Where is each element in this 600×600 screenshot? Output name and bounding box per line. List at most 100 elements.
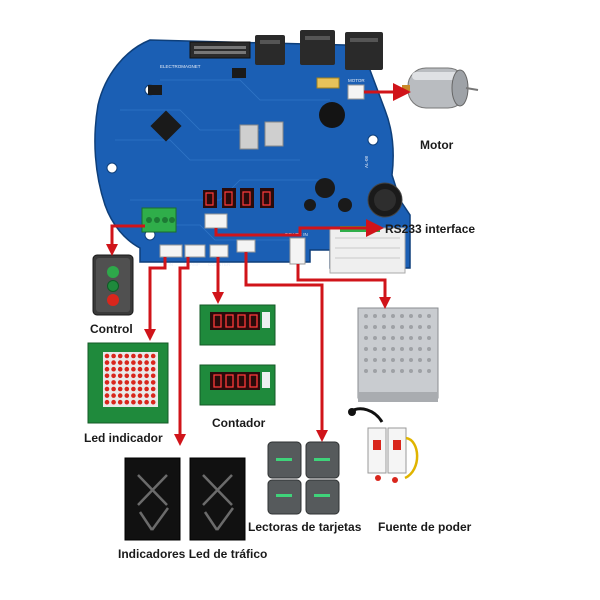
vent-hole <box>373 369 377 373</box>
arrow-to-control <box>106 224 145 256</box>
vent-hole <box>373 347 377 351</box>
arrow-to-traffic-indicators <box>174 257 190 446</box>
led-dot <box>150 380 156 385</box>
led-dot <box>137 380 143 385</box>
vent-hole <box>418 325 422 329</box>
led-dot <box>111 373 116 379</box>
led-dot <box>111 393 116 398</box>
silk-version: AL-08 <box>364 155 369 168</box>
vent-hole <box>427 314 431 318</box>
vent-hole <box>391 336 395 340</box>
vent-hole <box>391 314 395 318</box>
led-dot <box>104 353 110 359</box>
vent-hole <box>409 347 413 351</box>
led-dot <box>124 393 130 398</box>
green-button <box>107 266 119 278</box>
vent-hole <box>400 347 404 351</box>
heatsink-1 <box>239 124 259 150</box>
label-motor: Motor <box>420 138 454 152</box>
led-dot <box>131 386 136 392</box>
microcontroller-chip <box>150 110 182 142</box>
vent-hole <box>373 336 377 340</box>
ribbon-header-connector <box>189 41 251 59</box>
power-in-connector <box>289 237 306 265</box>
led-dot <box>104 360 110 365</box>
vent-hole <box>418 314 422 318</box>
vent-hole <box>409 325 413 329</box>
power-supply-unit <box>357 307 439 402</box>
led-dot <box>124 373 130 379</box>
led-dot <box>150 386 156 392</box>
led-dot <box>150 393 156 398</box>
vent-hole <box>382 336 386 340</box>
led-dot <box>150 366 156 372</box>
vent-hole <box>409 336 413 340</box>
vent-hole <box>418 358 422 362</box>
arrow-to-led-indicator <box>144 257 167 341</box>
lamp-connector <box>184 244 206 258</box>
vent-hole <box>391 358 395 362</box>
led-dot <box>111 353 116 359</box>
traffic-led-indicator-2 <box>189 457 246 541</box>
led-dot <box>124 353 130 359</box>
led-dot <box>117 393 123 398</box>
main-control-board: ELECTROMAGNET MOTOR <box>94 30 411 274</box>
sw-in-connector <box>159 244 183 258</box>
vent-hole <box>391 325 395 329</box>
led-dot <box>104 373 110 379</box>
relay-3 <box>345 32 383 70</box>
motor-connector <box>347 84 365 100</box>
vent-hole <box>391 369 395 373</box>
led-dot <box>124 366 130 372</box>
vent-hole <box>418 336 422 340</box>
led-dot <box>111 360 116 365</box>
card-reader-2 <box>305 441 340 479</box>
led-dot <box>144 386 149 392</box>
led-dot <box>137 360 143 365</box>
silk-motor: MOTOR <box>348 78 365 83</box>
relay-2 <box>300 30 335 65</box>
led-dot <box>104 399 110 405</box>
arrow-to-power-supply <box>296 264 391 309</box>
dc-motor-image <box>402 67 479 109</box>
led-dot <box>150 373 156 379</box>
led-dot <box>144 393 149 398</box>
led-dot <box>111 380 116 385</box>
led-dot <box>137 399 143 405</box>
vent-hole <box>427 369 431 373</box>
led-dot <box>137 373 143 379</box>
vent-hole <box>391 347 395 351</box>
led-dot <box>150 399 156 405</box>
counter-module-2 <box>199 364 276 406</box>
vent-hole <box>409 314 413 318</box>
vent-hole <box>400 358 404 362</box>
control-pushbutton-box <box>92 254 134 316</box>
vent-hole <box>400 336 404 340</box>
vent-hole <box>418 369 422 373</box>
reader-connector <box>236 239 256 253</box>
vent-hole <box>364 358 368 362</box>
led-dot <box>144 373 149 379</box>
silk-lamp: L LAMP <box>184 262 200 267</box>
led-dot <box>144 399 149 405</box>
card-reader-1 <box>267 441 302 479</box>
led-dot <box>111 399 116 405</box>
led-dot <box>117 366 123 372</box>
led-matrix-indicator <box>87 342 169 424</box>
rs232-connector <box>204 213 228 229</box>
vent-hole <box>364 314 368 318</box>
counter-module-1 <box>199 304 276 346</box>
heatsink-2 <box>264 121 284 147</box>
led-dot <box>117 353 123 359</box>
vent-hole <box>364 325 368 329</box>
led-dot <box>137 393 143 398</box>
card-reader-4 <box>305 479 340 515</box>
vent-hole <box>427 347 431 351</box>
led-dot <box>124 380 130 385</box>
led-dot <box>131 366 136 372</box>
seven-segment-displays <box>203 188 274 208</box>
vent-hole <box>382 358 386 362</box>
vent-hole <box>427 325 431 329</box>
led-dot <box>137 386 143 392</box>
